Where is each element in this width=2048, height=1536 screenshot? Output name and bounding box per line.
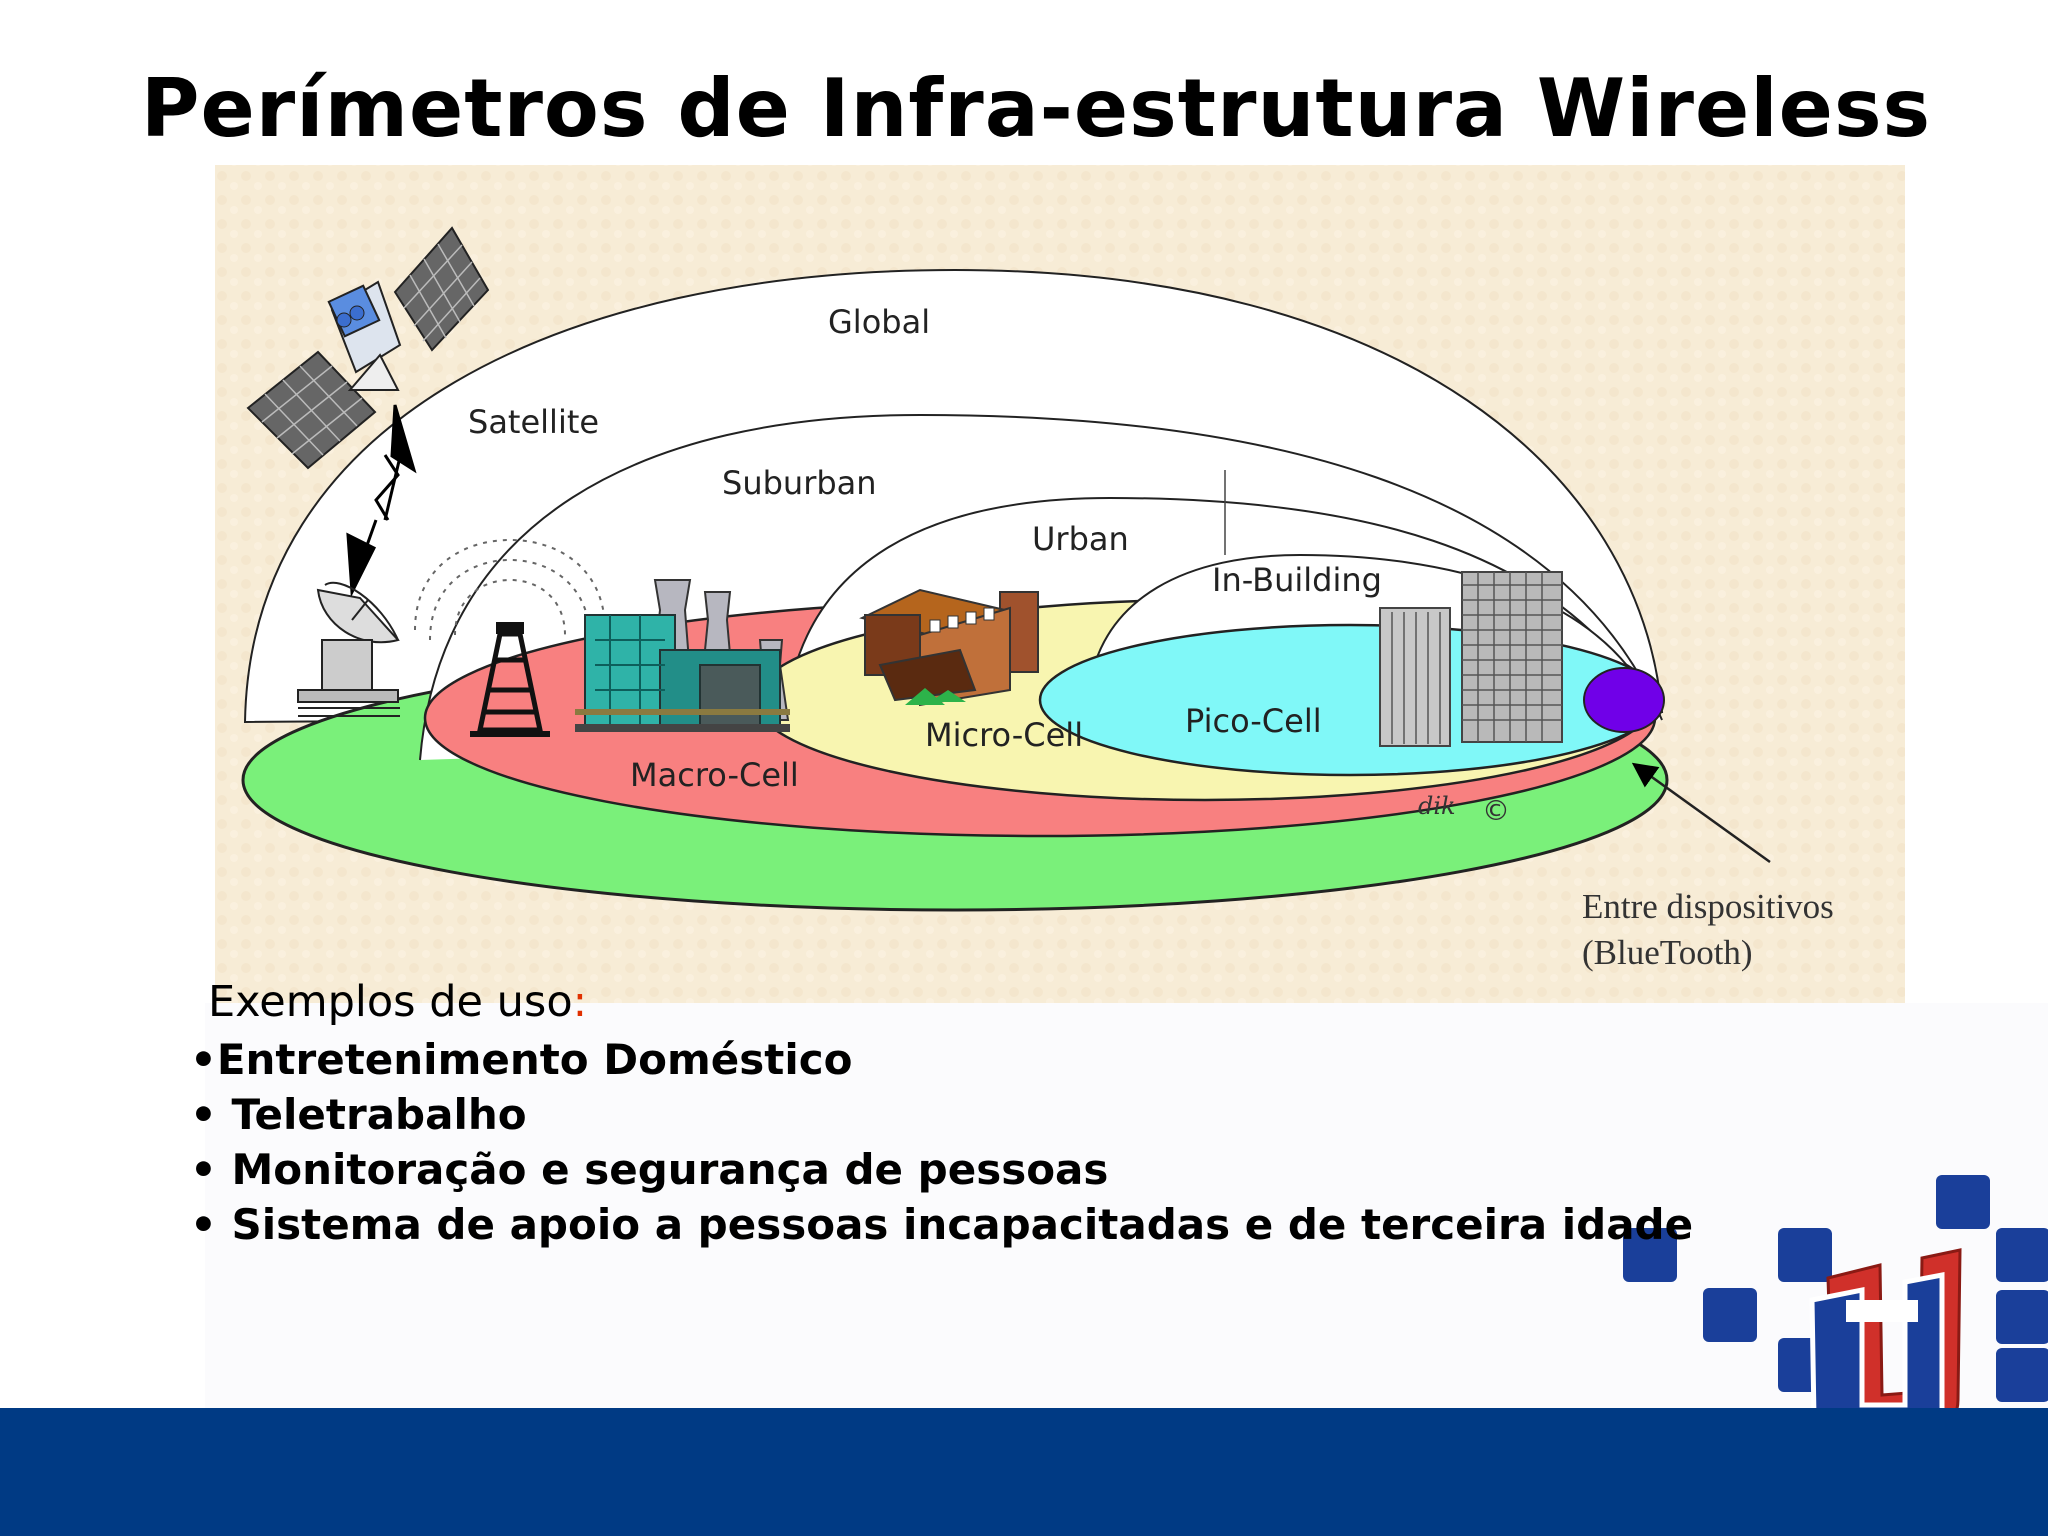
label-global: Global xyxy=(828,303,930,341)
radio-tower-icon xyxy=(414,538,606,737)
label-suburban: Suburban xyxy=(722,464,877,502)
pico-cell-zone xyxy=(1038,623,1662,777)
usage-example-item: • Teletrabalho xyxy=(190,1090,527,1139)
usage-examples-list: •Entretenimento Doméstico • Teletrabalho… xyxy=(190,1032,1693,1252)
usage-examples-heading: Exemplos de uso: xyxy=(208,972,1693,1032)
usage-examples-heading-colon: : xyxy=(572,977,588,1027)
label-in-building: In-Building xyxy=(1212,561,1382,599)
usage-examples: Exemplos de uso: •Entretenimento Domésti… xyxy=(190,972,1693,1252)
usage-examples-heading-text: Exemplos de uso xyxy=(208,977,573,1027)
urban-house-icon xyxy=(859,588,1039,707)
industrial-plant-icon xyxy=(575,579,790,732)
usage-example-item: • Sistema de apoio a pessoas incapacitad… xyxy=(190,1200,1694,1249)
footer-bar xyxy=(0,1408,2048,1536)
ground-station-dish-icon xyxy=(297,581,400,717)
usage-example-item: • Monitoração e segurança de pessoas xyxy=(190,1145,1109,1194)
usage-example-item: •Entretenimento Doméstico xyxy=(190,1035,853,1084)
device-note-line1: Entre dispositivos xyxy=(1582,887,1834,926)
label-pico-cell: Pico-Cell xyxy=(1185,702,1322,740)
label-urban: Urban xyxy=(1032,520,1129,558)
label-satellite: Satellite xyxy=(468,403,599,441)
slide-title: Perímetros de Infra-estrutura Wireless xyxy=(140,62,1932,155)
copyright-symbol: © xyxy=(1482,794,1510,827)
office-towers-icon xyxy=(1379,571,1563,747)
device-note-line2: (BlueTooth) xyxy=(1582,933,1753,972)
signature-text: dik xyxy=(1418,792,1456,820)
label-micro-cell: Micro-Cell xyxy=(925,716,1083,754)
label-macro-cell: Macro-Cell xyxy=(630,756,799,794)
satellite-link-arrows xyxy=(346,404,417,598)
bluetooth-pointer-arrow xyxy=(1631,762,1771,864)
satellite-icon xyxy=(246,226,490,470)
bluetooth-zone xyxy=(1583,667,1665,733)
